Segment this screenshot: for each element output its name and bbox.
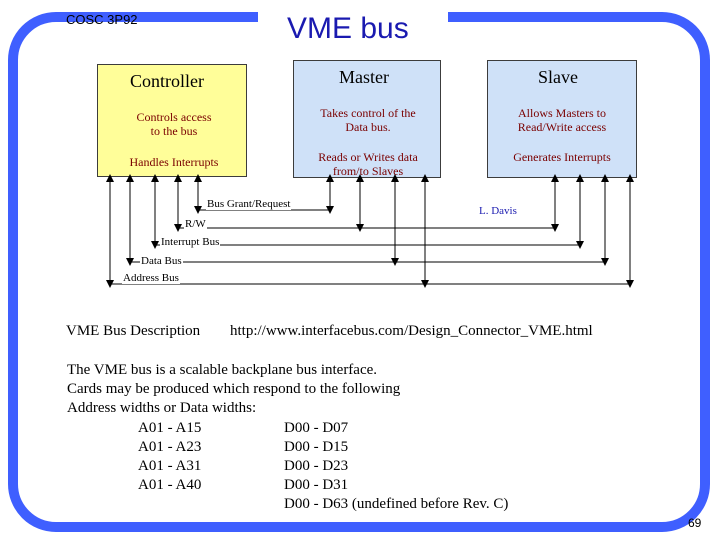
- controller-cell-1-line-2: to the bus: [150, 124, 198, 138]
- title-background: [258, 8, 448, 50]
- body-line-2: Cards may be produced which respond to t…: [67, 381, 401, 397]
- master-cell-2-line-2: from/to Slaves: [332, 164, 404, 178]
- source-url: http://www.interfacebus.com/Design_Conne…: [230, 323, 593, 339]
- address-width-1: A01 - A15: [138, 420, 202, 436]
- bus-lines: [106, 174, 634, 288]
- controller-title: Controller: [130, 71, 204, 91]
- data-width-2: D00 - D15: [284, 439, 349, 455]
- data-width-4: D00 - D31: [284, 477, 349, 493]
- page-number: 69: [688, 516, 702, 530]
- master-cell-1: Takes control of the Data bus.: [300, 106, 436, 134]
- slave-title: Slave: [538, 67, 578, 87]
- controller-box: Controller: [97, 64, 247, 177]
- controller-cell-1-line-1: Controls access: [136, 110, 212, 124]
- address-width-4: A01 - A40: [138, 477, 202, 493]
- master-cell-2-line-1: Reads or Writes data: [318, 150, 418, 164]
- course-code: COSC 3P92: [66, 12, 138, 27]
- master-cell-1-line-1: Takes control of the: [320, 106, 416, 120]
- master-box: Master: [293, 60, 441, 178]
- slave-cell-1: Allows Masters to Read/Write access: [494, 106, 630, 134]
- body-line-1: The VME bus is a scalable backplane bus …: [67, 362, 378, 378]
- body-line-3: Address widths or Data widths:: [67, 400, 257, 416]
- master-title: Master: [339, 67, 389, 87]
- data-width-1: D00 - D07: [284, 420, 349, 436]
- diagram-credit: L. Davis: [479, 205, 517, 217]
- address-width-3: A01 - A31: [138, 458, 202, 474]
- slave-cell-2: Generates Interrupts: [513, 150, 611, 164]
- master-cell-1-line-2: Data bus.: [345, 120, 391, 134]
- slave-cell-1-line-2: Read/Write access: [517, 120, 607, 134]
- rw-label: R/W: [184, 218, 207, 230]
- address-bus-label: Address Bus: [122, 272, 180, 284]
- controller-cell-2: Handles Interrupts: [129, 155, 219, 169]
- master-cell-2: Reads or Writes data from/to Slaves: [300, 150, 436, 178]
- address-width-2: A01 - A23: [138, 439, 202, 455]
- data-width-5: D00 - D63 (undefined before Rev. C): [284, 496, 509, 512]
- controller-cell-1: Controls access to the bus: [124, 110, 224, 138]
- interrupt-bus-label: Interrupt Bus: [160, 236, 221, 248]
- data-width-3: D00 - D23: [284, 458, 349, 474]
- slide-title: VME bus: [287, 12, 409, 45]
- data-bus-label: Data Bus: [140, 255, 183, 267]
- diagram-caption: VME Bus Description: [66, 323, 201, 339]
- bus-grant-label: Bus Grant/Request: [206, 198, 292, 210]
- slave-cell-1-line-1: Allows Masters to: [518, 106, 606, 120]
- slave-box: Slave: [487, 60, 637, 178]
